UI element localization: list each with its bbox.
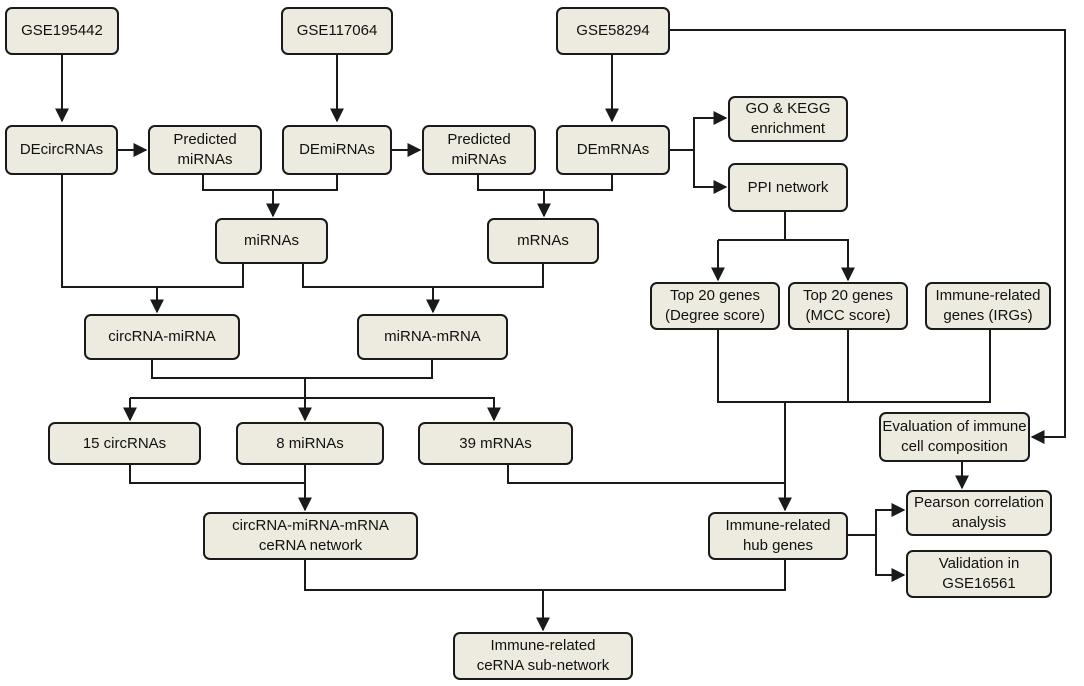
node-decircrnas-label: DEcircRNAs xyxy=(19,141,104,158)
line-to-subnetwork xyxy=(304,560,786,630)
node-gse195442-label: GSE195442 xyxy=(21,22,103,39)
node-mirna-mrna: miRNA-mRNA xyxy=(357,314,508,360)
node-predicted-mirnas-2-line-2: miRNAs xyxy=(451,151,507,168)
node-circrna-mirna: circRNA-miRNA xyxy=(84,314,240,360)
node-validation-line-1: Validation in xyxy=(938,555,1020,572)
node-cerna-network: circRNA-miRNA-mRNA ceRNA network xyxy=(203,512,418,560)
node-irgs-line-2: genes (IRGs) xyxy=(943,307,1033,324)
node-predicted-mirnas-1: Predicted miRNAs xyxy=(148,125,262,175)
node-15-circrnas: 15 circRNAs xyxy=(48,422,201,465)
node-evaluation-line-1: Evaluation of immune xyxy=(882,418,1027,435)
line-counts-join xyxy=(129,465,305,510)
line-pairs-join xyxy=(130,360,433,399)
node-go-kegg-line-1: GO & KEGG xyxy=(745,100,831,117)
node-immune-related-genes: Immune-related genes (IRGs) xyxy=(925,282,1051,330)
node-39-mrnas-label: 39 mRNAs xyxy=(459,434,532,452)
arrow-gse58294-to-evaluation xyxy=(670,29,1066,444)
arrow-hub-to-pearson xyxy=(875,503,906,535)
node-ppi-network: PPI network xyxy=(728,163,848,212)
line-mirnas-mrnas-join xyxy=(302,264,544,288)
node-ppi-network-label: PPI network xyxy=(747,178,829,196)
node-circrna-mirna-label: circRNA-miRNA xyxy=(108,328,216,345)
node-predicted-mirnas-1-line-1: Predicted xyxy=(173,131,237,148)
node-39-mrnas: 39 mRNAs xyxy=(418,422,573,465)
node-8-mirnas-label: 8 miRNAs xyxy=(276,434,344,452)
node-cerna-network-line-1: circRNA-miRNA-mRNA xyxy=(232,517,389,534)
node-irgs-line-1: Immune-related xyxy=(935,287,1041,304)
node-15-circrnas-label: 15 circRNAs xyxy=(82,434,167,452)
node-validation-line-2: GSE16561 xyxy=(942,575,1016,592)
node-demirnas-label: DEmiRNAs xyxy=(299,141,375,158)
node-mirnas-label: miRNAs xyxy=(244,232,299,249)
node-evaluation-line-2: cell composition xyxy=(901,438,1008,455)
arrow-to-mrnas xyxy=(477,175,613,216)
node-top20-mcc: Top 20 genes (MCC score) xyxy=(788,282,908,330)
line-decircrnas-down xyxy=(61,175,244,288)
node-sub-network-line-2: ceRNA sub-network xyxy=(476,657,610,674)
node-mirnas: miRNAs xyxy=(215,218,328,264)
node-top20-degree: Top 20 genes (Degree score) xyxy=(650,282,780,330)
node-predicted-mirnas-1-line-2: miRNAs xyxy=(177,151,233,168)
node-evaluation-immune-cell: Evaluation of immune cell composition xyxy=(879,412,1030,462)
node-gse195442: GSE195442 xyxy=(5,7,119,55)
node-gse117064: GSE117064 xyxy=(281,7,393,55)
node-mirna-mrna-label: miRNA-mRNA xyxy=(384,328,481,345)
node-demirnas: DEmiRNAs xyxy=(282,125,392,175)
arrow-to-mirnas xyxy=(202,175,338,216)
node-8-mirnas: 8 miRNAs xyxy=(236,422,384,465)
node-predicted-mirnas-2-line-1: Predicted xyxy=(447,131,511,148)
node-mrnas: mRNAs xyxy=(487,218,599,264)
arrow-ppi-to-top20-mcc xyxy=(785,239,855,282)
node-pearson-line-1: Pearson correlation xyxy=(913,494,1045,511)
node-pearson-line-2: analysis xyxy=(951,514,1007,531)
node-mrnas-label: mRNAs xyxy=(517,232,569,249)
node-sub-network-line-1: Immune-related xyxy=(490,637,596,654)
node-gse117064-label: GSE117064 xyxy=(296,22,378,39)
node-pearson-correlation: Pearson correlation analysis xyxy=(906,490,1052,536)
node-top20-mcc-line-2: (MCC score) xyxy=(805,307,891,324)
node-predicted-mirnas-2: Predicted miRNAs xyxy=(422,125,536,175)
node-hub-genes-line-1: Immune-related xyxy=(725,517,831,534)
node-cerna-network-line-2: ceRNA network xyxy=(258,537,363,554)
arrow-to-39-mrnas xyxy=(305,397,501,422)
node-gse58294: GSE58294 xyxy=(556,7,670,55)
line-ppi-branch xyxy=(718,212,786,241)
node-top20-degree-line-2: (Degree score) xyxy=(664,307,766,324)
node-validation-gse16561: Validation in GSE16561 xyxy=(906,550,1052,598)
arrow-demrnas-to-ppi xyxy=(693,150,728,194)
line-39-mrnas-to-hub xyxy=(507,465,785,484)
node-immune-related-hub-genes: Immune-related hub genes xyxy=(708,512,848,560)
node-cerna-sub-network: Immune-related ceRNA sub-network xyxy=(453,632,633,680)
node-gse58294-label: GSE58294 xyxy=(576,22,650,39)
node-hub-genes-line-2: hub genes xyxy=(742,537,814,554)
node-demrnas-label: DEmRNAs xyxy=(576,141,650,158)
arrow-demrnas-to-gokegg xyxy=(693,111,728,150)
node-demrnas: DEmRNAs xyxy=(556,125,670,175)
line-top20-irgs-join xyxy=(717,330,991,403)
node-top20-degree-line-1: Top 20 genes xyxy=(669,287,761,304)
node-go-kegg-line-2: enrichment xyxy=(750,120,826,137)
arrow-hub-to-validation xyxy=(875,535,906,582)
node-go-kegg-enrichment: GO & KEGG enrichment xyxy=(728,96,848,142)
node-top20-mcc-line-1: Top 20 genes xyxy=(802,287,894,304)
node-decircrnas: DEcircRNAs xyxy=(5,125,118,175)
